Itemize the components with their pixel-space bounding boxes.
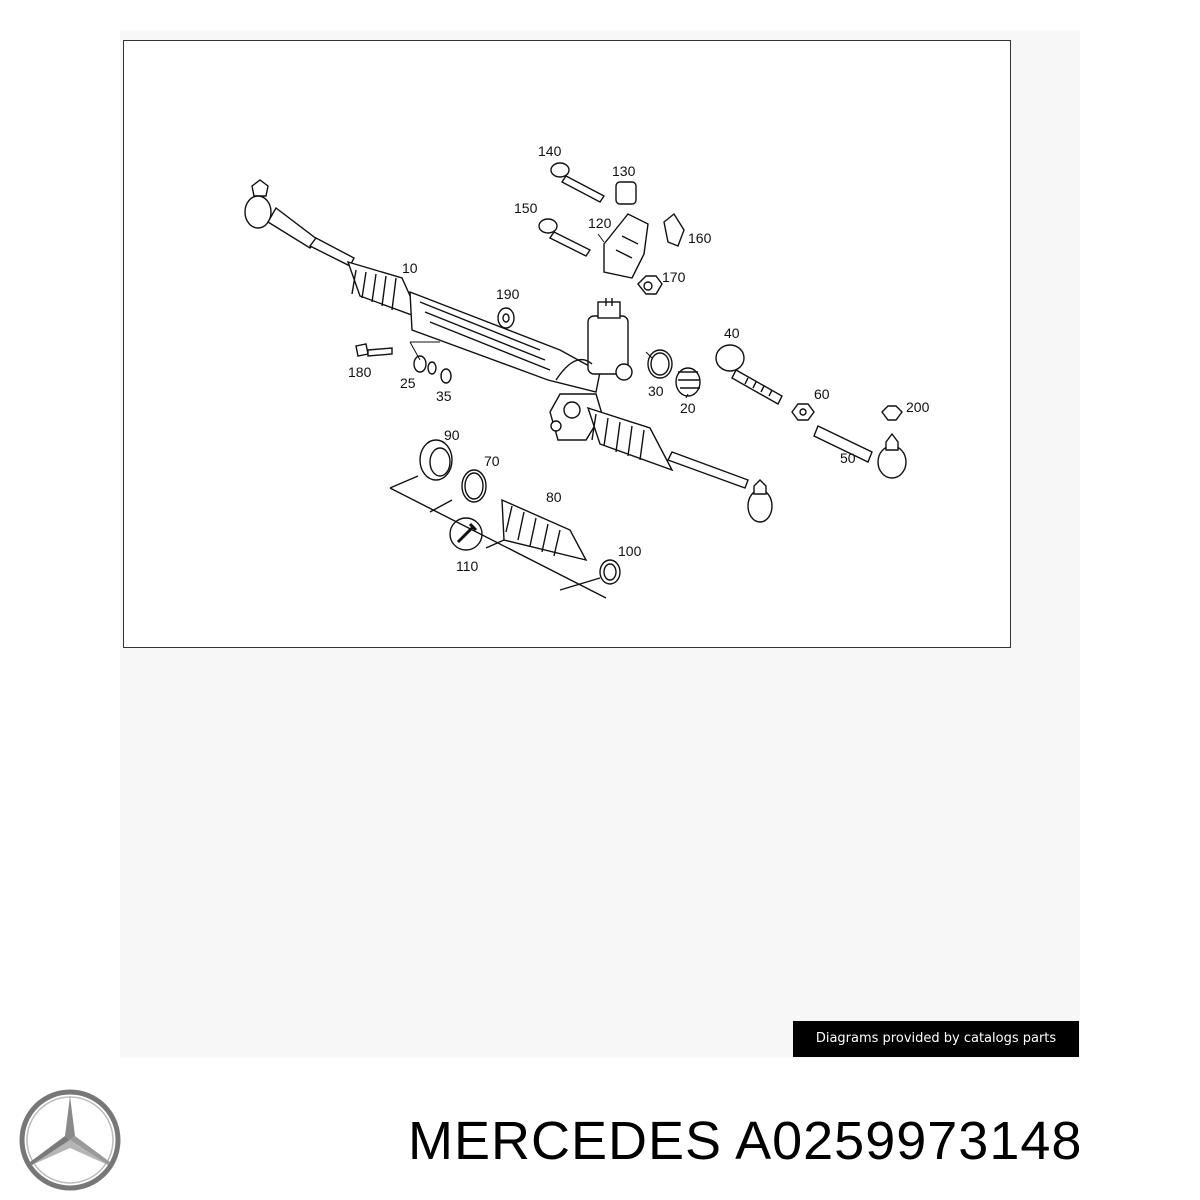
hose-clamp-100 xyxy=(599,559,621,585)
callout-130: 130 xyxy=(612,163,636,179)
o-ring-30 xyxy=(647,349,673,379)
callout-50: 50 xyxy=(840,450,856,466)
steering-rack-assembly xyxy=(244,179,773,523)
steering-rack-exploded-diagram: 140 130 150 120 160 170 10 190 180 25 35… xyxy=(244,143,930,599)
plug-20 xyxy=(675,367,701,397)
mercedes-star-icon xyxy=(19,1089,121,1191)
callout-110: 110 xyxy=(456,558,479,574)
brand-name: MERCEDES xyxy=(408,1111,723,1171)
clamp-ring-90 xyxy=(419,439,453,481)
callout-70: 70 xyxy=(484,453,500,469)
ring-70 xyxy=(461,469,487,503)
screw-180 xyxy=(355,343,393,357)
bellow-80 xyxy=(501,498,588,562)
callout-40: 40 xyxy=(724,325,740,341)
callout-200: 200 xyxy=(906,399,930,415)
nut-200 xyxy=(881,405,903,421)
callout-120: 120 xyxy=(588,215,612,231)
callout-190: 190 xyxy=(496,286,520,302)
inner-tie-rod-40 xyxy=(715,344,783,405)
callout-35: 35 xyxy=(436,388,452,404)
callout-180: 180 xyxy=(348,364,372,380)
bolt-150 xyxy=(538,218,592,257)
o-ring-35 xyxy=(440,368,452,384)
callout-80: 80 xyxy=(546,489,562,505)
seal-25 xyxy=(413,355,437,375)
diagram-credit-badge: Diagrams provided by catalogs parts xyxy=(793,1021,1079,1057)
part-number: A0259973148 xyxy=(735,1111,1083,1171)
callout-60: 60 xyxy=(814,386,830,402)
kit-bracket-lines xyxy=(389,475,607,599)
callout-20: 20 xyxy=(680,400,696,416)
sleeve-130 xyxy=(615,181,637,205)
callout-150: 150 xyxy=(514,200,538,216)
outer-tie-rod-end-50 xyxy=(813,425,907,479)
bolt-140 xyxy=(550,162,606,203)
callout-160: 160 xyxy=(688,230,712,246)
callout-100: 100 xyxy=(618,543,642,559)
washer-190 xyxy=(497,307,515,329)
callout-170: 170 xyxy=(662,269,686,285)
leader-lines xyxy=(409,233,689,399)
clip-160 xyxy=(663,212,685,247)
callout-90: 90 xyxy=(444,427,460,443)
callout-30: 30 xyxy=(648,383,664,399)
repair-kit-wrench-icon xyxy=(449,517,483,551)
part-caption: MERCEDES A0259973148 xyxy=(408,1105,1198,1177)
callout-10: 10 xyxy=(402,260,418,276)
callout-140: 140 xyxy=(538,143,562,159)
nut-60 xyxy=(791,403,815,421)
callout-25: 25 xyxy=(400,375,416,391)
nut-170 xyxy=(637,275,663,295)
bracket-120 xyxy=(603,213,649,279)
